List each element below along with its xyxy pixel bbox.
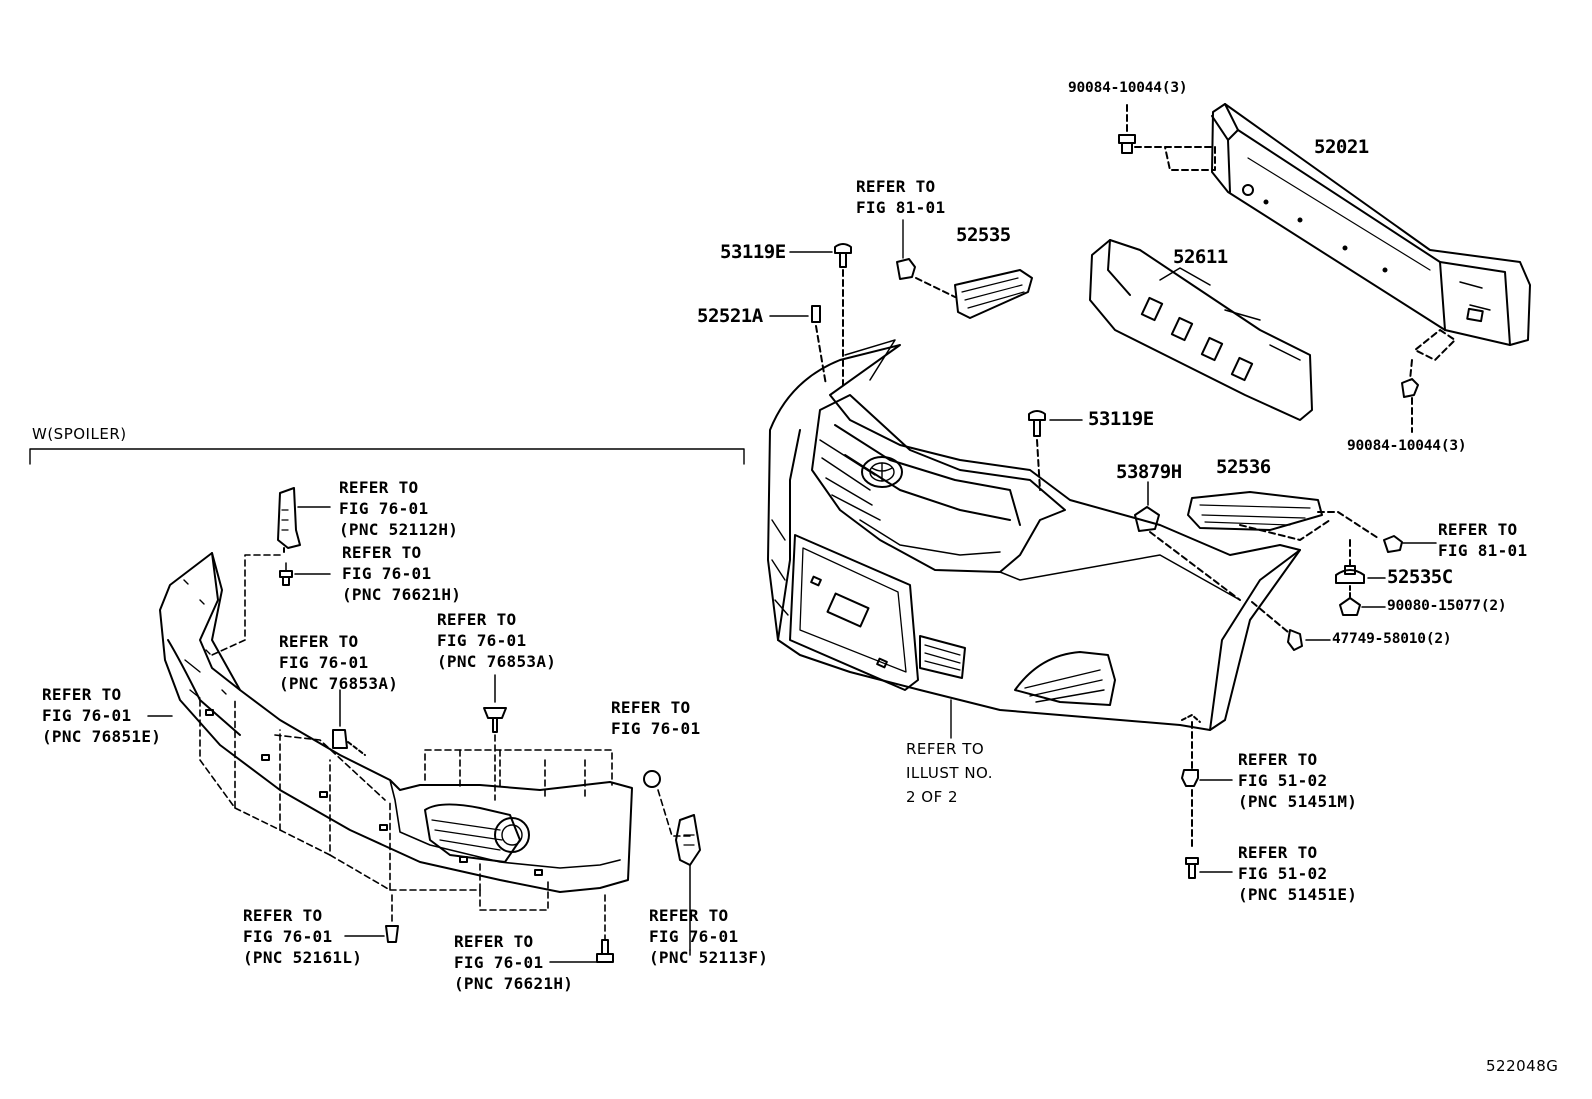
nut-52535C — [1335, 539, 1386, 584]
ref-52113F: REFER TO FIG 76-01 (PNC 52113F) — [649, 905, 768, 968]
ref-line: REFER TO — [342, 543, 422, 562]
absorber-52611 — [1089, 239, 1313, 421]
ref-line: FIG 76-01 — [279, 653, 369, 672]
part-number-53119E-mid: 53119E — [1088, 408, 1154, 430]
ref-fig51-02-m: REFER TO FIG 51-02 (PNC 51451M) — [1238, 749, 1357, 812]
front-spoiler — [159, 552, 633, 911]
ref-line: (PNC 76851E) — [42, 727, 162, 746]
ref-line: ILLUST NO. — [906, 764, 994, 782]
ref-line: FIG 76-01 — [339, 499, 429, 518]
ref-line: REFER TO — [1238, 750, 1318, 769]
bracket-52535 — [954, 269, 1033, 319]
ref-76621H-bottom: REFER TO FIG 76-01 (PNC 76621H) — [454, 931, 573, 994]
ref-line: REFER TO — [1438, 520, 1518, 539]
ref-line: REFER TO — [1238, 843, 1318, 862]
ref-line: 2 OF 2 — [906, 788, 959, 806]
ref-76851E: REFER TO FIG 76-01 (PNC 76851E) — [42, 684, 161, 747]
ref-line: REFER TO — [611, 698, 691, 717]
ref-line: REFER TO — [649, 906, 729, 925]
screw-76621H-bottom — [549, 894, 614, 963]
ref-76853A-left: REFER TO FIG 76-01 (PNC 76853A) — [279, 631, 398, 694]
part-number-bolt-top: 90084-10044(3) — [1068, 80, 1188, 96]
ref-line: (PNC 51451M) — [1238, 792, 1358, 811]
bracket-52536 — [1187, 491, 1379, 541]
ref-fig81-top: REFER TO FIG 81-01 — [856, 176, 945, 218]
part-number-52611: 52611 — [1173, 246, 1228, 268]
bolt-90084-top — [1118, 104, 1216, 171]
ref-line: (PNC 52113F) — [649, 948, 769, 967]
ref-76853A-right: REFER TO FIG 76-01 (PNC 76853A) — [437, 609, 556, 672]
ref-line: FIG 51-02 — [1238, 864, 1328, 883]
ref-line: REFER TO — [339, 478, 419, 497]
ref-52112H: REFER TO FIG 76-01 (PNC 52112H) — [339, 477, 458, 540]
screw-53119E-top — [789, 243, 852, 386]
part-number-52021: 52021 — [1314, 136, 1369, 158]
front-bumper-cover — [767, 339, 1301, 739]
ref-line: REFER TO — [42, 685, 122, 704]
part-number-bolt-bottom: 90084-10044(3) — [1347, 438, 1467, 454]
part-number-53879H: 53879H — [1116, 461, 1182, 483]
ref-line: REFER TO — [856, 177, 936, 196]
ref-line: (PNC 76853A) — [437, 652, 557, 671]
ref-line: (PNC 76621H) — [454, 974, 574, 993]
spoiler-section-label: W(SPOILER) — [32, 425, 127, 443]
ref-fig76-plain: REFER TO FIG 76-01 — [611, 697, 700, 739]
ref-line: FIG 76-01 — [454, 953, 544, 972]
ref-line: REFER TO — [243, 906, 323, 925]
screw-53119E-mid — [1028, 410, 1083, 491]
clip-76853A-right — [483, 674, 507, 801]
ref-fig51-02-e: REFER TO FIG 51-02 (PNC 51451E) — [1238, 842, 1357, 905]
part-number-47749: 47749-58010(2) — [1332, 631, 1452, 647]
clip-fig81-top — [896, 219, 956, 298]
ref-line: FIG 76-01 — [42, 706, 132, 725]
spoiler-section-bracket — [29, 448, 745, 465]
part-number-90080: 90080-15077(2) — [1387, 598, 1507, 614]
ref-line: FIG 76-01 — [611, 719, 701, 738]
reinforcement-52021 — [1211, 103, 1531, 346]
clip-53879H — [1134, 481, 1241, 601]
ref-line: REFER TO — [454, 932, 534, 951]
figure-id: 522048G — [1486, 1057, 1559, 1075]
ref-line: FIG 76-01 — [649, 927, 739, 946]
part-number-52535: 52535 — [956, 224, 1011, 246]
ref-76621H-top: REFER TO FIG 76-01 (PNC 76621H) — [342, 542, 461, 605]
clip-fig81-right — [1383, 535, 1437, 553]
ref-52161L: REFER TO FIG 76-01 (PNC 52161L) — [243, 905, 362, 968]
ref-line: REFER TO — [279, 632, 359, 651]
part-number-52536: 52536 — [1216, 456, 1271, 478]
clips-fig51-02 — [1181, 714, 1233, 879]
ref-line: (PNC 52112H) — [339, 520, 459, 539]
part-number-52535C: 52535C — [1387, 566, 1453, 588]
clip-47749 — [1251, 601, 1331, 651]
clip-fig76-plain — [643, 770, 691, 837]
bolt-90084-bottom — [1401, 329, 1456, 433]
ref-line: (PNC 76621H) — [342, 585, 462, 604]
screw-90080 — [1339, 585, 1386, 616]
screw-76621H-top — [279, 562, 331, 586]
ref-illust-2of2: REFER TO ILLUST NO. 2 OF 2 — [906, 737, 993, 809]
clip-52521A — [769, 305, 827, 386]
ref-line: FIG 51-02 — [1238, 771, 1328, 790]
ref-line: (PNC 76853A) — [279, 674, 399, 693]
ref-line: REFER TO — [437, 610, 517, 629]
ref-line: FIG 76-01 — [243, 927, 333, 946]
bracket-52112H — [211, 487, 331, 656]
ref-line: FIG 81-01 — [856, 198, 946, 217]
ref-line: (PNC 51451E) — [1238, 885, 1358, 904]
part-number-52521A: 52521A — [697, 305, 763, 327]
ref-line: FIG 81-01 — [1438, 541, 1528, 560]
clip-52161L — [344, 894, 399, 943]
ref-line: FIG 76-01 — [437, 631, 527, 650]
bracket-52113F — [675, 814, 701, 956]
part-number-53119E-top: 53119E — [720, 241, 786, 263]
ref-line: (PNC 52161L) — [243, 948, 363, 967]
clip-76853A-left — [332, 689, 366, 756]
ref-line: REFER TO — [906, 740, 985, 758]
ref-line: FIG 76-01 — [342, 564, 432, 583]
ref-fig81-right: REFER TO FIG 81-01 — [1438, 519, 1527, 561]
